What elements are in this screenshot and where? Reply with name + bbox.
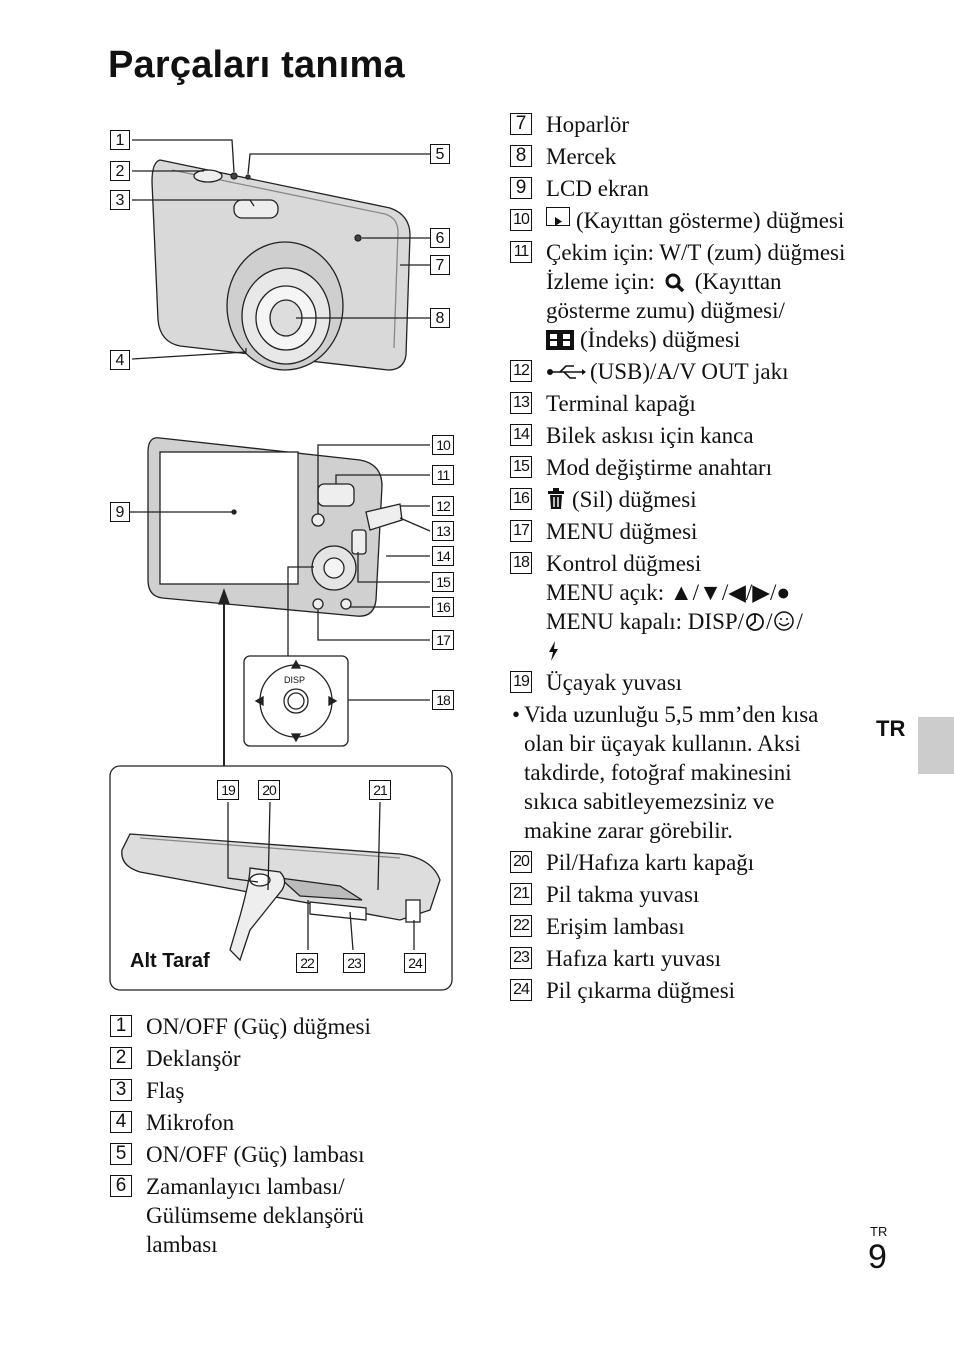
callout-12: 12 — [432, 496, 454, 516]
callout-14: 14 — [432, 546, 454, 566]
camera-illustration: 1 2 3 4 5 6 7 8 9 10 11 12 13 14 15 16 1… — [100, 120, 470, 1000]
zoom-magnifier-icon — [665, 273, 685, 293]
callout-9: 9 — [110, 502, 130, 522]
page-title: Parçaları tanıma — [108, 44, 405, 86]
language-tab-label: TR — [876, 716, 906, 741]
callout-16: 16 — [432, 597, 454, 617]
flash-icon — [549, 641, 558, 661]
list-item: 11 Çekim için: W/T (zum) düğmesi İzleme … — [510, 238, 855, 354]
mode-switch — [351, 529, 367, 555]
camera-drawings — [109, 139, 453, 991]
callout-8: 8 — [430, 308, 450, 328]
callout-7: 7 — [430, 255, 450, 275]
list-item: 10(Kayıttan gösterme) düğmesi — [510, 206, 855, 235]
callout-11: 11 — [432, 465, 454, 485]
shutter-button — [193, 169, 223, 183]
callout-17: 17 — [432, 630, 454, 650]
play-icon — [546, 207, 570, 226]
trash-icon — [548, 488, 564, 509]
callout-19: 19 — [217, 780, 239, 800]
usb-icon — [547, 365, 586, 379]
callout-23: 23 — [343, 953, 365, 973]
lcd-screen — [159, 451, 299, 585]
page-number: 9 — [868, 1238, 887, 1276]
list-item: 18 Kontrol düğmesi MENU açık: ▲/▼/◀/▶/● … — [510, 549, 855, 665]
bottom-view-label: Alt Taraf — [130, 950, 210, 972]
item-number: 1 — [110, 1015, 132, 1037]
list-item: 12(USB)/A/V OUT jakı — [510, 357, 855, 386]
callout-22: 22 — [296, 953, 318, 973]
index-grid-icon — [546, 330, 574, 350]
note-text: Vida uzunluğu 5,5 mm’den kısa olan bir ü… — [524, 702, 819, 843]
callout-1: 1 — [110, 130, 130, 150]
callout-10: 10 — [432, 435, 454, 455]
note-item: •Vida uzunluğu 5,5 mm’den kısa olan bir … — [512, 702, 819, 843]
flash-window — [233, 199, 279, 219]
list-item: 16(Sil) düğmesi — [510, 485, 855, 514]
zoom-lever — [317, 483, 355, 507]
callout-15: 15 — [432, 572, 454, 592]
page-lang-code: TR — [870, 1224, 888, 1239]
language-tab-bar — [918, 717, 954, 774]
callout-4: 4 — [110, 350, 130, 370]
callout-24: 24 — [404, 953, 426, 973]
callout-13: 13 — [432, 521, 454, 541]
callout-3: 3 — [110, 190, 130, 210]
callout-5: 5 — [430, 144, 450, 164]
callout-6: 6 — [430, 228, 450, 248]
self-timer-icon — [746, 613, 764, 631]
smile-icon — [774, 611, 795, 631]
callout-18: 18 — [432, 690, 454, 710]
disp-label: DISP — [284, 675, 306, 685]
callout-20: 20 — [258, 780, 280, 800]
callout-2: 2 — [110, 161, 130, 181]
callout-21: 21 — [369, 780, 391, 800]
